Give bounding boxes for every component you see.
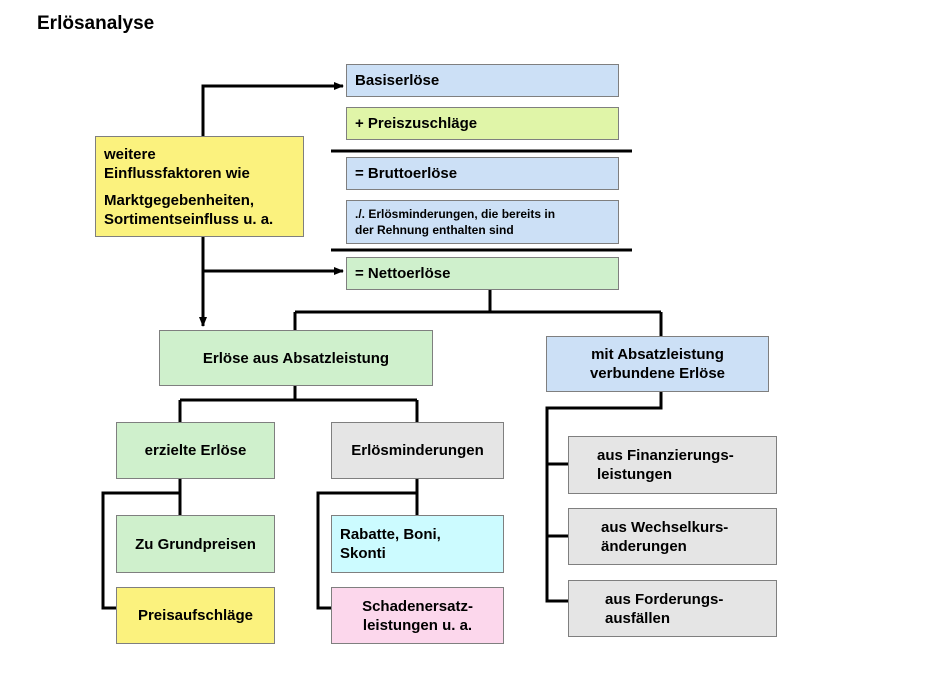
erloesminderungen-rechnung-line2: der Rehnung enthalten sind bbox=[355, 223, 514, 237]
wechselkurs-line1: aus Wechselkurs- bbox=[601, 518, 729, 536]
nettoerloese-label: = Nettoerlöse bbox=[355, 265, 451, 282]
forderung-line1: aus Forderungs- bbox=[605, 590, 724, 608]
finanzierung-line1: aus Finanzierungs- bbox=[597, 447, 734, 464]
erloese-absatzleistung-box: Erlöse aus Absatzleistung bbox=[159, 330, 433, 386]
forderung-line2: ausfällen bbox=[605, 609, 671, 627]
nettoerloese-box: = Nettoerlöse bbox=[346, 257, 619, 290]
einfluss-line4: Sortimentseinfluss u. a. bbox=[104, 210, 274, 228]
erzielte-erloese-label: erzielte Erlöse bbox=[144, 442, 247, 459]
split-nettoerloese bbox=[293, 290, 663, 336]
branch-verbundene bbox=[545, 392, 663, 603]
grundpreise-box: Zu Grundpreisen bbox=[116, 515, 275, 573]
page-title: Erlösanalyse bbox=[37, 13, 155, 34]
wechselkurs-line2: änderungen bbox=[601, 537, 687, 555]
basiserloese-box: Basiserlöse bbox=[346, 64, 619, 97]
erloese-absatzleistung-label: Erlöse aus Absatzleistung bbox=[202, 349, 390, 367]
erloesminderungen-rechnung-line1: ./. Erlösminderungen, die bereits in bbox=[355, 207, 556, 221]
einfluss-line3: Marktgegebenheiten, bbox=[104, 191, 255, 209]
basiserloese-label: Basiserlöse bbox=[355, 72, 440, 89]
rabatte-box: Rabatte, Boni, Skonti bbox=[331, 515, 504, 573]
erloesminderungen-label: Erlösminderungen bbox=[351, 442, 484, 459]
forderung-box: aus Forderungs- ausfällen bbox=[568, 580, 777, 637]
preisaufschlaege-box: Preisaufschläge bbox=[116, 587, 275, 644]
einfluss-line1: weitere bbox=[104, 145, 156, 163]
rabatte-line2: Skonti bbox=[340, 545, 386, 562]
verbundene-line1: mit Absatzleistung bbox=[591, 346, 724, 363]
verbundene-erloese-box: mit Absatzleistung verbundene Erlöse bbox=[546, 336, 769, 392]
finanzierung-box: aus Finanzierungs- leistungen bbox=[568, 436, 777, 494]
arrow-to-basiserloese bbox=[201, 82, 344, 136]
einflussfaktoren-box: weitere Einflussfaktoren wie Marktgegebe… bbox=[95, 136, 304, 237]
wechselkurs-box: aus Wechselkurs- änderungen bbox=[568, 508, 777, 565]
grundpreise-label: Zu Grundpreisen bbox=[135, 535, 256, 553]
preisaufschlaege-label: Preisaufschläge bbox=[137, 607, 254, 624]
bruttoerloese-box: = Bruttoerlöse bbox=[346, 157, 619, 190]
preiszuschlaege-box: + Preiszuschläge bbox=[346, 107, 619, 140]
preiszuschlaege-label: + Preiszuschläge bbox=[355, 115, 478, 132]
finanzierung-line2: leistungen bbox=[597, 466, 673, 483]
erloesminderungen-box: Erlösminderungen bbox=[331, 422, 504, 479]
erloesminderungen-rechnung-box: ./. Erlösminderungen, die bereits in der… bbox=[346, 200, 619, 244]
bruttoerloese-label: = Bruttoerlöse bbox=[355, 165, 458, 182]
branch-minderungen bbox=[316, 479, 419, 610]
schadenersatz-line2: leistungen u. a. bbox=[362, 616, 473, 634]
erzielte-erloese-box: erzielte Erlöse bbox=[116, 422, 275, 479]
verbundene-line2: verbundene Erlöse bbox=[589, 365, 726, 382]
split-absatzleistung bbox=[178, 386, 419, 422]
einfluss-line2: Einflussfaktoren wie bbox=[104, 164, 250, 182]
schadenersatz-box: Schadenersatz- leistungen u. a. bbox=[331, 587, 504, 644]
rabatte-line1: Rabatte, Boni, bbox=[340, 526, 441, 543]
schadenersatz-line1: Schadenersatz- bbox=[362, 597, 473, 615]
branch-erzielte bbox=[101, 479, 182, 610]
